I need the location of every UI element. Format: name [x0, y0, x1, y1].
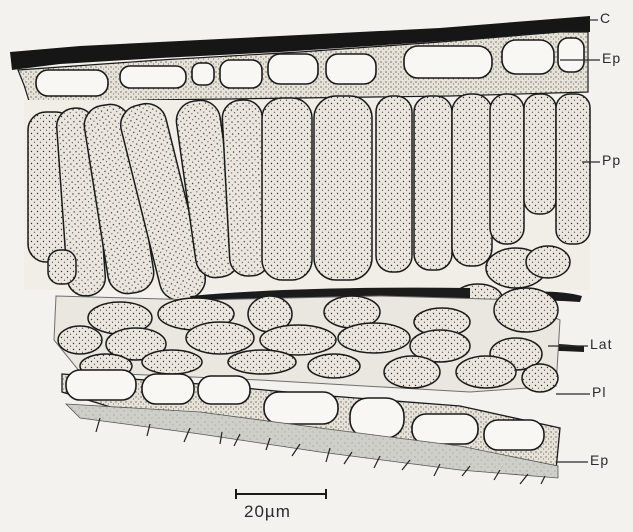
scale-bar: [236, 489, 326, 499]
label-upper-epidermis: Ep: [602, 50, 621, 66]
label-laticifer: Lat: [590, 336, 612, 352]
label-lower-epidermis: Ep: [590, 452, 609, 468]
label-palisade: Pp: [602, 152, 621, 168]
label-cuticle: C: [600, 10, 611, 26]
label-lower-palisade: Pl: [592, 384, 606, 400]
scale-bar-label: 20µm: [244, 502, 291, 522]
